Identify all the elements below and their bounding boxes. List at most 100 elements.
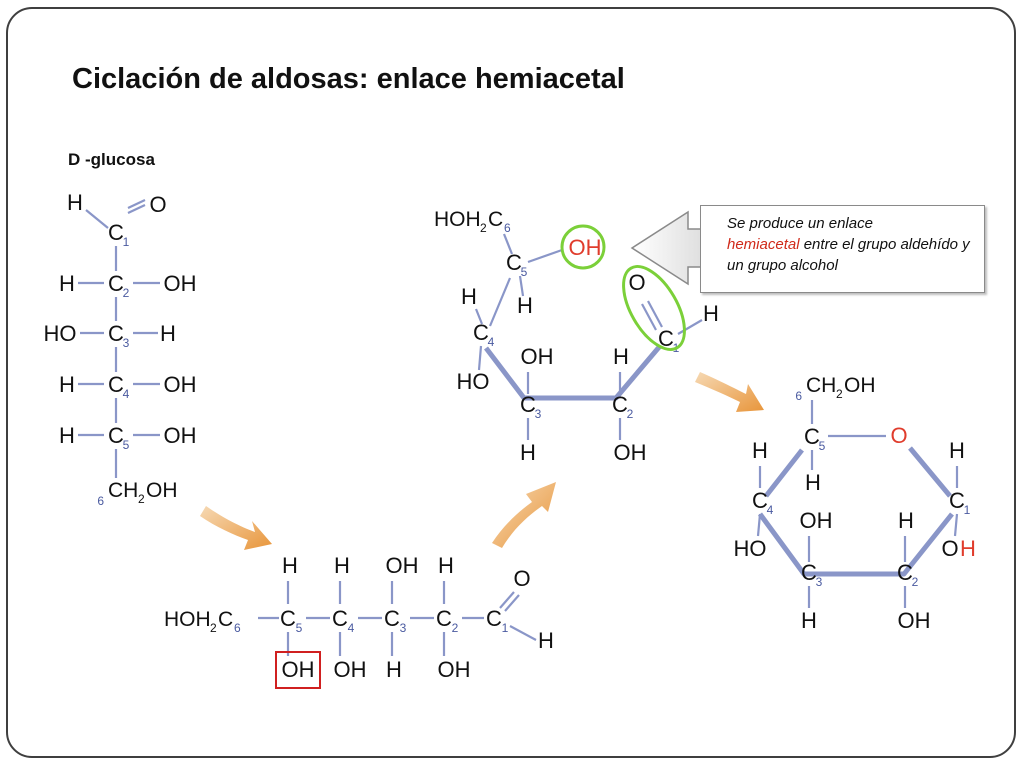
carbonyl-highlight-ellipse xyxy=(622,265,686,351)
fischer-carbon-1-index: 1 xyxy=(123,235,130,249)
fischer-carbon-1-label: C xyxy=(108,220,124,245)
open-chain-c4-down: OH xyxy=(334,657,367,682)
open-chain-c1-double-bond-2 xyxy=(504,594,520,612)
fischer-c4-left: H xyxy=(59,372,75,397)
open-chain-hoh2c-hoh: HOH xyxy=(164,608,211,631)
bent-c3-oh-label: OH xyxy=(521,344,554,369)
fischer-c4-right-label: OH xyxy=(164,372,197,397)
bent-c4-ho: HO xyxy=(457,369,490,394)
fischer-c5-left: H xyxy=(59,423,75,448)
fischer-c3-right: H xyxy=(160,321,176,346)
bent-chain-hoh2c-index: 6 xyxy=(504,221,511,235)
c5-hydroxyl-highlight-circle xyxy=(560,224,606,270)
open-chain-hoh2c-sub2: 2 xyxy=(210,621,217,635)
open-chain-hoh2c-c: C xyxy=(218,608,233,631)
bent-carbon-4-index: 4 xyxy=(488,335,495,349)
open-chain-c1-h-bond xyxy=(509,625,537,641)
callout-note: Se produce un enlace hemiacetal entre el… xyxy=(700,205,985,293)
bent-bond-c4-ho xyxy=(477,345,483,371)
callout-text-highlight: hemiacetal xyxy=(727,236,800,253)
open-chain-carbon-4-index: 4 xyxy=(348,621,355,635)
fischer-ch2oh-sub2: 2 xyxy=(138,492,145,506)
bent-carbon-3-index: 3 xyxy=(535,407,542,421)
fischer-c4-right: OH xyxy=(164,372,197,397)
open-chain-c1-o-label: O xyxy=(513,566,530,591)
ring-c4-ho-label: HO xyxy=(734,536,767,561)
slide-frame xyxy=(6,7,1016,758)
c5-hydroxyl-highlight-box xyxy=(275,651,321,689)
bent-c2-oh: OH xyxy=(614,440,647,465)
fischer-carbon-2: C2 xyxy=(108,271,130,300)
fischer-c1-o: O xyxy=(149,192,166,217)
ring-c5-h-label: H xyxy=(805,470,821,495)
fischer-c1-double-bond-2 xyxy=(127,204,146,214)
open-chain-carbon-3-index: 3 xyxy=(400,621,407,635)
bent-c3-h: H xyxy=(520,440,536,465)
fischer-c5-right: OH xyxy=(164,423,197,448)
ring-carbon-3: C3 xyxy=(801,560,823,589)
bent-carbon-4: C4 xyxy=(473,320,495,349)
open-chain-carbon-2-label: C xyxy=(436,606,452,631)
bent-c5-oh-label: OH xyxy=(569,235,602,260)
ring-carbon-2: C2 xyxy=(897,560,919,589)
fischer-carbon-5: C5 xyxy=(108,423,130,452)
open-chain-c4-down-label: OH xyxy=(334,657,367,682)
open-chain-carbon-1-label: C xyxy=(486,606,502,631)
ring-bond-c1-oh xyxy=(953,513,959,537)
bent-c4-ho-label: HO xyxy=(457,369,490,394)
open-chain-carbon-3-label: C xyxy=(384,606,400,631)
fischer-carbon-4-index: 4 xyxy=(123,387,130,401)
ring-carbon-3-index: 3 xyxy=(816,575,823,589)
ring-c3-oh: OH xyxy=(800,508,833,533)
ring-ch2oh-sub2: 2 xyxy=(836,387,843,401)
open-chain-c1-o: O xyxy=(513,566,530,591)
bent-c1-h: H xyxy=(703,301,719,326)
open-chain-c5-down-label: OH xyxy=(282,657,315,682)
fischer-c1-h-label: H xyxy=(67,190,83,215)
molecule-name: D -glucosa xyxy=(68,150,155,169)
ring-c2-h-label: H xyxy=(898,508,914,533)
bent-carbon-2-index: 2 xyxy=(627,407,634,421)
fischer-ch2oh-ch: CH xyxy=(108,479,138,502)
bent-c5-h-left: H xyxy=(461,284,477,309)
bent-carbon-1-label: C xyxy=(658,326,674,351)
orange-arrow-2 xyxy=(492,482,556,548)
fischer-c3-left: HO xyxy=(44,321,77,346)
bent-c5-h-down-label: H xyxy=(517,293,533,318)
bent-bond-c4-h xyxy=(474,308,484,325)
fischer-carbon-1: C1 xyxy=(108,220,130,249)
bent-c5-h-left-label: H xyxy=(461,284,477,309)
ring-carbon-4-index: 4 xyxy=(767,503,774,517)
ring-c2-oh-label: OH xyxy=(898,608,931,633)
bent-bond-c1-h xyxy=(677,319,703,335)
ring-c3-oh-label: OH xyxy=(800,508,833,533)
ring-c4-h-label: H xyxy=(752,438,768,463)
bent-c2-h-label: H xyxy=(613,344,629,369)
callout-text-suffix: entre el grupo aldehído y un grupo alcoh… xyxy=(727,236,970,274)
open-chain-c5-down: OH xyxy=(282,657,315,682)
ring-backbone-bond xyxy=(757,446,954,577)
fischer-ch2oh-oh: OH xyxy=(146,479,178,502)
bent-c5-oh: OH xyxy=(569,235,602,260)
open-chain-carbon-1-index: 1 xyxy=(502,621,509,635)
orange-arrow-1 xyxy=(200,506,272,550)
ring-c2-h: H xyxy=(898,508,914,533)
bent-carbon-2: C2 xyxy=(612,392,634,421)
fischer-c5-right-label: OH xyxy=(164,423,197,448)
open-chain-c3-down-label: H xyxy=(386,657,402,682)
bent-chain-hoh2c-c: C xyxy=(488,208,503,231)
open-chain-c3-down: H xyxy=(386,657,402,682)
fischer-carbon-3-index: 3 xyxy=(123,336,130,350)
bent-c1-o-label: O xyxy=(628,270,645,295)
fischer-c1-o-label: O xyxy=(149,192,166,217)
ring-c3-h-label: H xyxy=(801,608,817,633)
bent-chain-hoh2c-sub2: 2 xyxy=(480,221,487,235)
open-chain-c4-up: H xyxy=(334,553,350,578)
ring-carbon-3-label: C xyxy=(801,560,817,585)
open-chain-carbon-5-label: C xyxy=(280,606,296,631)
